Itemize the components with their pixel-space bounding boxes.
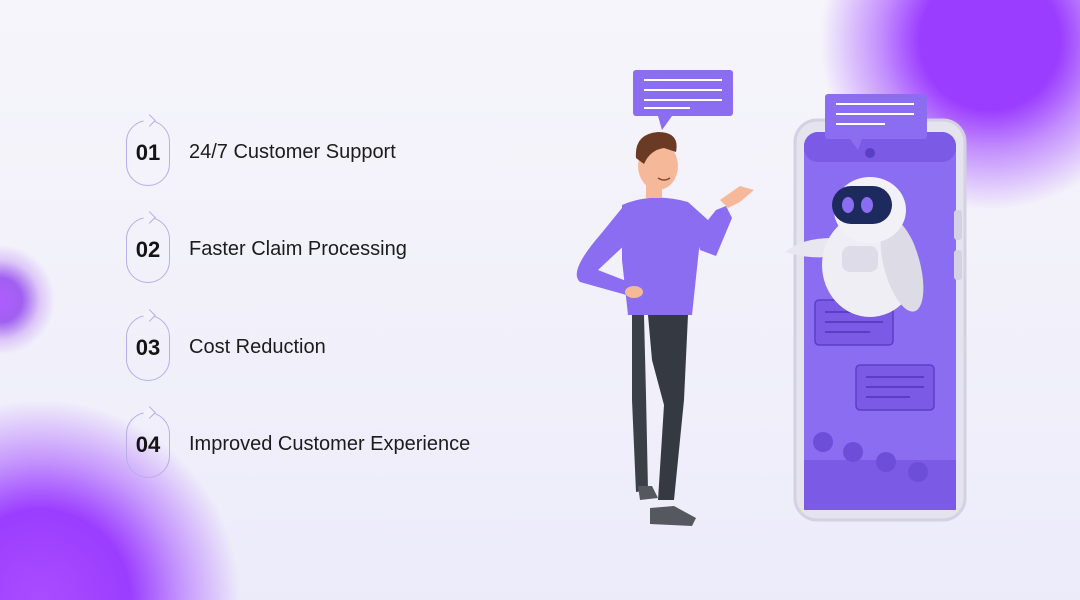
feature-number-badge: 02 [126, 211, 170, 283]
feature-number: 04 [135, 432, 161, 457]
feature-item-3: 03 Cost Reduction [126, 309, 546, 385]
feature-label: Improved Customer Experience [189, 433, 471, 455]
feature-item-1: 01 24/7 Customer Support [126, 114, 546, 190]
robot-icon [785, 177, 924, 317]
chat-bubble-icon [633, 70, 733, 130]
feature-item-4: 04 Improved Customer Experience [126, 406, 546, 482]
feature-number-badge: 01 [126, 114, 170, 186]
chat-bubble-icon [855, 364, 935, 411]
feature-number: 03 [135, 335, 161, 360]
feature-number-badge: 03 [126, 309, 170, 381]
feature-number: 01 [135, 140, 161, 165]
feature-label: Cost Reduction [189, 336, 326, 358]
feature-number: 02 [135, 237, 161, 262]
feature-number-badge: 04 [126, 406, 170, 478]
person-illustration [576, 132, 754, 526]
chatbot-illustration [576, 70, 967, 526]
feature-label: Faster Claim Processing [189, 238, 407, 260]
feature-label: 24/7 Customer Support [189, 141, 396, 163]
feature-item-2: 02 Faster Claim Processing [126, 211, 546, 287]
chat-bubble-icon [825, 94, 927, 150]
